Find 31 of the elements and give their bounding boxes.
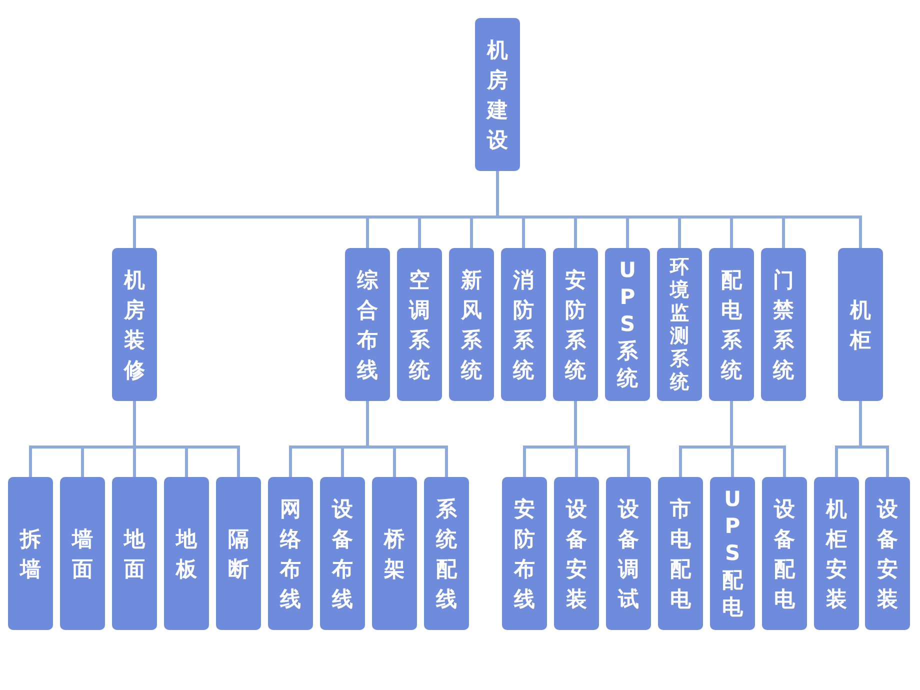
connector-line (496, 171, 862, 248)
task-box: 安防布线 (502, 477, 547, 630)
task-box: 机房装修 (112, 248, 157, 401)
task-box: UPS配电 (710, 477, 755, 630)
task-box: 机柜安装 (814, 477, 859, 630)
task-box: 网络布线 (268, 477, 313, 630)
task-box: 空调系统 (397, 248, 442, 401)
task-box: 配电系统 (709, 248, 754, 401)
task-box: 设备配电 (762, 477, 807, 630)
root-box: 机房建设 (475, 18, 520, 171)
task-box: 地板 (164, 477, 209, 630)
task-box: 设备布线 (320, 477, 365, 630)
task-box: 机柜 (838, 248, 883, 401)
task-box: 桥架 (372, 477, 417, 630)
task-box: 拆墙 (8, 477, 53, 630)
task-box: 安防系统 (553, 248, 598, 401)
task-box: 综合布线 (345, 248, 390, 401)
connector-line (859, 401, 889, 477)
task-box: 设备安装 (554, 477, 599, 630)
task-box: 墙面 (60, 477, 105, 630)
task-box: 门禁系统 (761, 248, 806, 401)
task-box: 地面 (112, 477, 157, 630)
task-box: 市电配电 (658, 477, 703, 630)
task-box: 隔断 (216, 477, 261, 630)
task-box: 环境监测系统 (657, 248, 702, 401)
task-box: 新风系统 (449, 248, 494, 401)
task-box: 消防系统 (501, 248, 546, 401)
task-box: 设备调试 (606, 477, 651, 630)
task-box: 设备安装 (865, 477, 910, 630)
task-box: 系统配线 (424, 477, 469, 630)
task-box: UPS系统 (605, 248, 650, 401)
